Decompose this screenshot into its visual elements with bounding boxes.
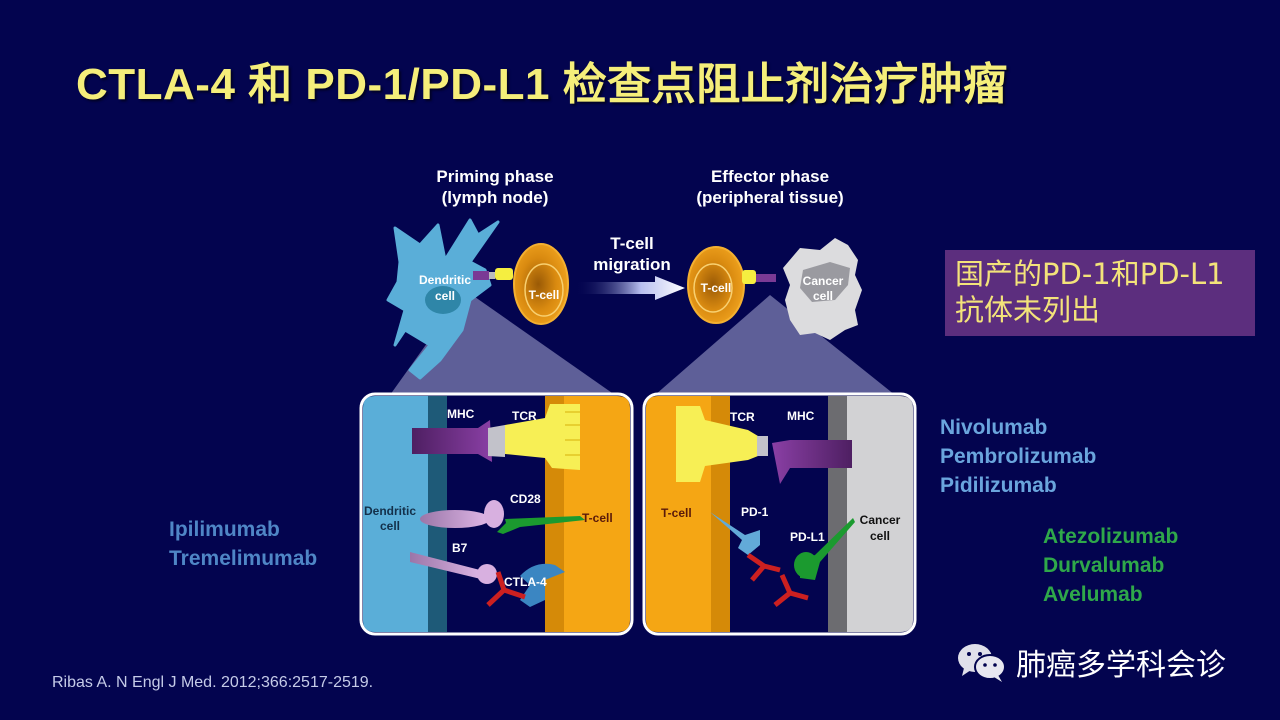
- effector-phase-line2: (peripheral tissue): [696, 188, 844, 207]
- zoom-triangle-right: [655, 295, 895, 395]
- drug-ipilimumab: Ipilimumab: [169, 518, 280, 541]
- migration-label: T-cell migration: [572, 233, 692, 275]
- priming-phase-label: Priming phase (lymph node): [405, 166, 585, 208]
- citation: Ribas A. N Engl J Med. 2012;366:2517-251…: [52, 674, 374, 691]
- left-dendritic-label-2: cell: [380, 519, 400, 533]
- left-synapse-panel: [359, 392, 634, 636]
- mhc-small-left: [473, 271, 489, 280]
- tcr-small-right: [742, 270, 756, 284]
- drug-durvalumab: Durvalumab: [1043, 554, 1165, 577]
- effector-phase-line1: Effector phase: [710, 167, 830, 186]
- drug-tremelimumab: Tremelimumab: [169, 547, 318, 570]
- effector-phase-label: Effector phase (peripheral tissue): [670, 166, 870, 208]
- tcell-right-illustration: [687, 246, 745, 324]
- wechat-icon: [958, 644, 1006, 682]
- tcr-small-left: [495, 268, 513, 280]
- right-cancer-label-1: Cancer: [860, 513, 901, 527]
- pdl1-label: PD-L1: [790, 530, 825, 544]
- right-synapse-panel: [642, 392, 917, 636]
- ctla4-inhibitor-list: Ipilimumab Tremelimumab: [169, 515, 317, 573]
- top-cancer-label-2: cell: [813, 289, 833, 303]
- dendritic-cell-illustration: [386, 218, 500, 380]
- pd1-inhibitor-list: Nivolumab Pembrolizumab Pidilizumab: [940, 413, 1096, 500]
- watermark: 肺癌多学科会诊: [956, 640, 1226, 684]
- top-tcell-left-label: T-cell: [529, 288, 560, 302]
- drug-pidilizumab: Pidilizumab: [940, 474, 1057, 497]
- drug-pembrolizumab: Pembrolizumab: [940, 445, 1097, 468]
- drug-avelumab: Avelumab: [1043, 583, 1143, 606]
- top-dendritic-label-2: cell: [435, 289, 455, 303]
- cd28-label: CD28: [510, 492, 541, 506]
- migration-arrow: [575, 276, 685, 300]
- right-mhc-label: MHC: [787, 409, 815, 423]
- watermark-text: 肺癌多学科会诊: [1016, 648, 1226, 683]
- left-tcell-label: T-cell: [582, 511, 613, 525]
- left-tcr-label: TCR: [512, 409, 537, 423]
- top-tcell-right-label: T-cell: [701, 281, 732, 295]
- cancer-cell-illustration: [783, 238, 862, 340]
- priming-phase-line1: Priming phase: [436, 167, 554, 186]
- left-mhc-label: MHC: [447, 407, 475, 421]
- top-cancer-label-1: Cancer: [803, 274, 844, 288]
- tcell-left-illustration: [513, 243, 569, 325]
- b7-label: B7: [452, 541, 468, 555]
- drug-atezolizumab: Atezolizumab: [1043, 525, 1179, 548]
- priming-phase-line2: (lymph node): [441, 188, 549, 207]
- right-tcr-label: TCR: [730, 410, 755, 424]
- slide-title: CTLA-4 和 PD-1/PD-L1 检查点阻止剂治疗肿瘤: [76, 60, 1008, 109]
- drug-nivolumab: Nivolumab: [940, 416, 1048, 439]
- migration-line1: T-cell: [610, 234, 654, 253]
- right-tcell-label: T-cell: [661, 506, 692, 520]
- top-dendritic-label-1: Dendritic: [419, 273, 471, 287]
- right-cancer-label-2: cell: [870, 529, 890, 543]
- pdl1-inhibitor-list: Atezolizumab Durvalumab Avelumab: [1043, 522, 1178, 609]
- ctla4-label: CTLA-4: [504, 575, 547, 589]
- left-dendritic-label-1: Dendritic: [364, 504, 416, 518]
- peptide-small-left: [489, 272, 495, 279]
- mhc-small-right: [756, 274, 776, 282]
- domestic-antibodies-note: 国产的PD-1和PD-L1抗体未列出: [945, 250, 1255, 336]
- pd1-label: PD-1: [741, 505, 769, 519]
- migration-line2: migration: [593, 255, 671, 274]
